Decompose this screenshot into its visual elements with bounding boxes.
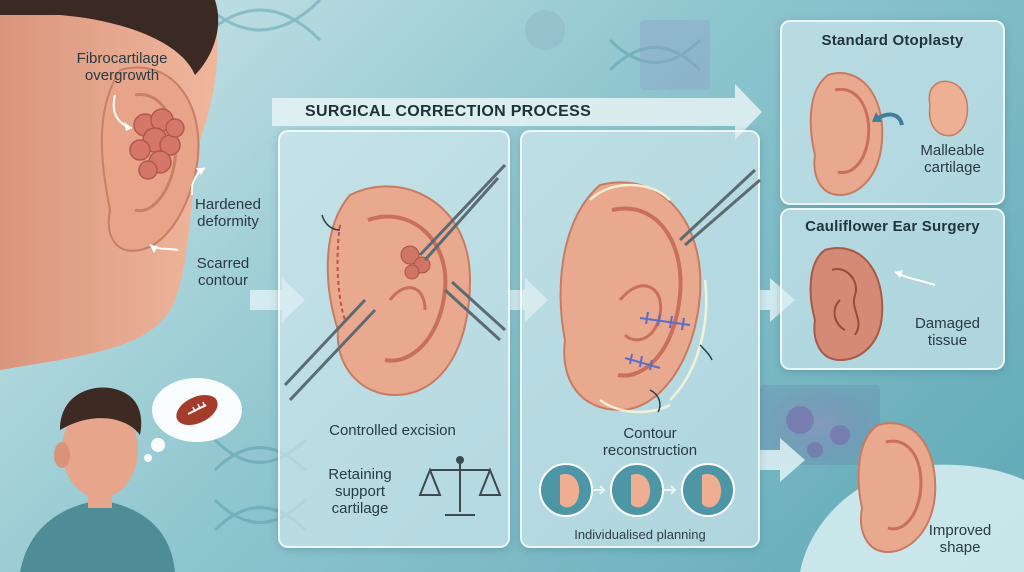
thought-bubble	[144, 378, 242, 462]
micro-tile	[760, 385, 880, 465]
improved-line2: shape	[939, 539, 981, 556]
cauliflower-title: Cauliflower Ear Surgery	[805, 218, 980, 235]
fibro-label-line2: overgrowth	[84, 67, 160, 84]
improved-line1: Improved	[928, 522, 992, 539]
excision-caption: Controlled excision	[329, 422, 456, 439]
football-icon	[176, 394, 218, 426]
retain-line2: support	[334, 483, 386, 500]
patient-face-illustration	[0, 0, 219, 370]
scarred-label-line1: Scarred	[196, 255, 250, 272]
otoplasty-title: Standard Otoplasty	[821, 32, 964, 49]
hardened-label-line1: Hardened	[195, 196, 261, 213]
scissors-icon	[283, 163, 507, 402]
reconstruction-caption-line1: Contour	[623, 425, 677, 442]
small-patient-illustration	[20, 387, 175, 572]
malleable-line2: cartilage	[924, 159, 981, 176]
planning-ear-icons	[539, 463, 735, 517]
balance-scale-icon	[418, 456, 502, 516]
retain-line1: Retaining	[328, 466, 392, 483]
damaged-line1: Damaged	[914, 315, 981, 332]
scarred-label-line2: contour	[197, 272, 249, 289]
damaged-line2: tissue	[927, 332, 968, 349]
reconstruction-caption-line2: reconstruction	[602, 442, 698, 459]
micro-tile	[640, 20, 710, 90]
hardened-label-line2: deformity	[197, 213, 259, 230]
process-title: SURGICAL CORRECTION PROCESS	[305, 103, 592, 120]
fibro-label-line1: Fibrocartilage	[76, 50, 168, 67]
retain-line3: cartilage	[331, 500, 389, 517]
planning-caption: Individualised planning	[574, 527, 706, 542]
malleable-line1: Malleable	[920, 142, 985, 159]
